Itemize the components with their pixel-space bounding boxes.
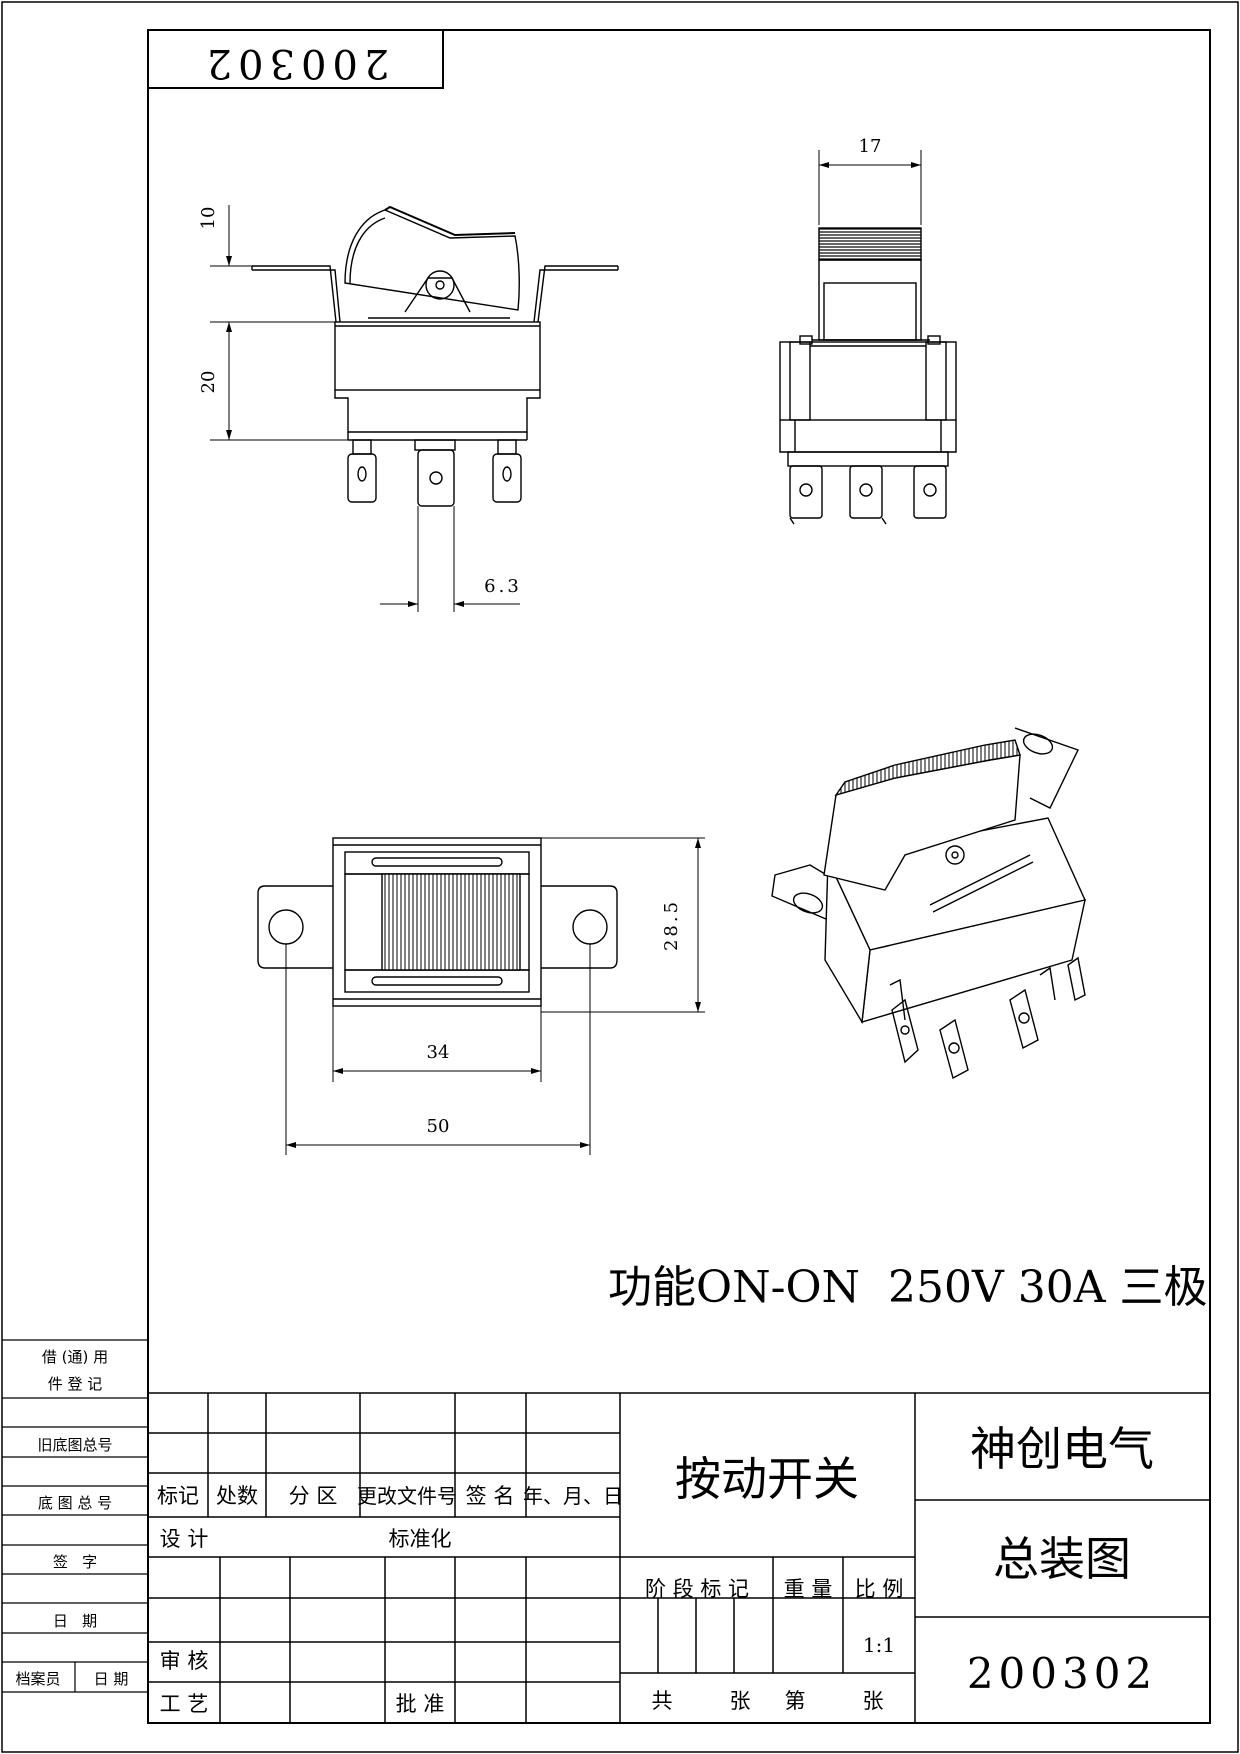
side-view — [779, 150, 957, 525]
sheets-label: 张 — [730, 1689, 751, 1713]
scale-value: 1:1 — [863, 1633, 895, 1657]
dim-34: 34 — [427, 1042, 450, 1063]
dim-10: 10 — [198, 207, 219, 230]
drawing-number: 200302 — [967, 1649, 1157, 1698]
total-label: 共 — [652, 1689, 673, 1713]
scale-label: 比 例 — [855, 1577, 904, 1601]
dim-28-5: 28.5 — [661, 899, 682, 951]
dim-20: 20 — [198, 371, 219, 394]
date-label: 日 期 — [53, 1612, 97, 1630]
weight-label: 重 量 — [784, 1577, 833, 1601]
dim-17: 17 — [859, 136, 882, 157]
rev-header-sign: 签 名 — [466, 1484, 515, 1508]
dim-50: 50 — [427, 1116, 450, 1137]
old-base-no-label: 旧底图总号 — [37, 1436, 112, 1454]
product-name: 按动开关 — [675, 1452, 859, 1506]
archivist-date-label: 日 期 — [94, 1670, 129, 1688]
borrow-label-2: 件 登 记 — [48, 1375, 103, 1393]
spec-line: 功能ON-ON 250V 30A 三极 — [608, 1262, 1207, 1313]
dim-6-3: 6.3 — [484, 576, 522, 597]
base-no-label: 底 图 总 号 — [38, 1494, 112, 1512]
header-number-box: 200302 — [147, 29, 444, 89]
rev-header-doc: 更改文件号 — [357, 1484, 457, 1508]
drawing-frame — [147, 29, 1211, 1724]
rev-header-date: 年、月、日 — [523, 1484, 623, 1508]
signature-label: 签 字 — [53, 1553, 97, 1571]
rev-header-zone: 分 区 — [289, 1484, 338, 1508]
header-drawing-number: 200302 — [201, 40, 390, 86]
title-block-grid — [148, 1392, 1210, 1723]
company-name: 神创电气 — [970, 1422, 1154, 1476]
drawing-type: 总装图 — [993, 1532, 1131, 1586]
stage-mark-label: 阶 段 标 记 — [645, 1577, 749, 1601]
left-strip — [2, 1339, 148, 1693]
sheet-no-label: 第 — [785, 1689, 806, 1713]
borrow-label-1: 借 (通) 用 — [42, 1348, 108, 1366]
approve-label: 批 准 — [396, 1692, 445, 1716]
front-view-dimensions — [226, 205, 520, 607]
sheets-label-2: 张 — [863, 1689, 884, 1713]
isometric-view — [771, 727, 1086, 1080]
standardize-label: 标准化 — [389, 1527, 452, 1551]
process-label: 工 艺 — [160, 1692, 209, 1716]
design-label: 设 计 — [160, 1527, 209, 1551]
review-label: 审 核 — [160, 1649, 209, 1673]
archivist-label: 档案员 — [15, 1670, 60, 1688]
front-view — [210, 205, 619, 612]
rev-header-mark: 标记 — [157, 1484, 199, 1508]
rev-header-count: 处数 — [216, 1484, 258, 1508]
top-view-dimensions — [286, 838, 701, 1148]
top-view — [257, 837, 705, 1155]
